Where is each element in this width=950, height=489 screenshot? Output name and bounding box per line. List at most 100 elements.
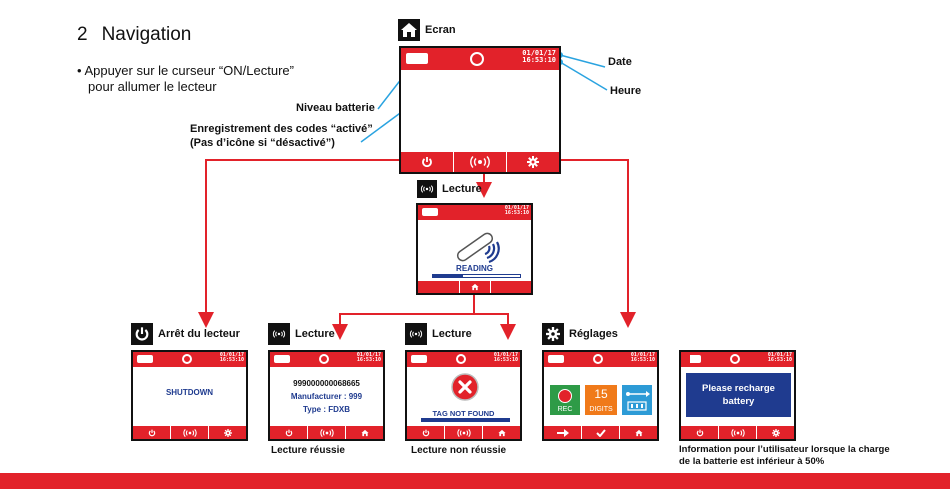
success-caption: Lecture réussie — [271, 445, 345, 456]
reading-status-bar: 01/01/17 16:53:10 — [418, 205, 531, 220]
settings-datetime: 01/01/17 16:53:10 — [630, 352, 655, 364]
shutdown-power-button[interactable] — [133, 426, 170, 439]
main-power-button[interactable] — [401, 152, 453, 172]
main-screen-title-label: Ecran — [425, 24, 456, 36]
home-icon — [470, 283, 479, 291]
record-indicator-icon — [593, 354, 603, 364]
gear-icon — [542, 323, 564, 345]
power-icon — [131, 323, 153, 345]
failure-caption: Lecture non réussie — [411, 445, 507, 456]
recharge-message-line-1: Please recharge — [702, 383, 775, 394]
reading-bottom-bar — [418, 281, 531, 293]
section-number: 2 — [77, 24, 88, 45]
battery-icon — [137, 355, 153, 363]
tag-code: 999000000068665 — [293, 379, 360, 388]
battery-icon — [274, 355, 290, 363]
battery-icon — [548, 355, 564, 363]
digits-setting[interactable]: 15 DIGITS — [585, 385, 617, 415]
recharge-status-bar: 01/01/17 16:53:10 — [681, 352, 794, 367]
failure-message: TAG NOT FOUND — [432, 409, 495, 418]
callout-battery: Niveau batterie — [296, 102, 375, 114]
failure-home-button[interactable] — [482, 426, 520, 439]
callout-recording-line-2: (Pas d’icône si “désactivé”) — [190, 137, 335, 149]
callout-recording-line-1: Enregistrement des codes “activé” — [190, 123, 373, 135]
recharge-power-button[interactable] — [681, 426, 718, 439]
success-read-button[interactable] — [307, 426, 345, 439]
recharge-read-button[interactable] — [718, 426, 756, 439]
recharge-date: 01/01/17 — [767, 352, 792, 358]
settings-confirm-button[interactable] — [581, 426, 619, 439]
main-read-button[interactable] — [453, 152, 506, 172]
recharge-caption-line-1: Information pour l’utilisateur lorsque l… — [679, 444, 890, 455]
rfid-wave-icon — [417, 180, 437, 198]
connector-to-settings — [560, 159, 636, 328]
success-time: 16:53:10 — [356, 357, 381, 364]
recharge-message: Please recharge battery — [686, 373, 791, 417]
reading-screen-title-label: Lecture — [442, 183, 482, 195]
power-icon — [285, 429, 292, 436]
reading-screen-title: Lecture — [417, 180, 482, 198]
success-bottom-bar — [270, 426, 383, 439]
battery-low-icon — [685, 355, 701, 363]
battery-icon — [411, 355, 427, 363]
recharge-settings-button[interactable] — [756, 426, 794, 439]
shutdown-bottom-bar — [133, 426, 246, 439]
rfid-wave-icon — [730, 428, 745, 437]
error-x-icon — [451, 373, 479, 401]
record-indicator-icon — [319, 354, 329, 364]
shutdown-status-bar: 01/01/17 16:53:10 — [133, 352, 246, 367]
settings-screen-title: Réglages — [542, 323, 618, 345]
home-icon — [634, 429, 643, 436]
settings-time: 16:53:10 — [630, 357, 655, 364]
home-icon — [398, 19, 420, 41]
success-screen: 01/01/17 16:53:10 999000000068665 Manufa… — [268, 350, 385, 441]
failure-power-button[interactable] — [407, 426, 444, 439]
success-status-bar: 01/01/17 16:53:10 — [270, 352, 383, 367]
main-screen: 01/01/17 16:53:10 — [399, 46, 561, 174]
failure-status-bar: 01/01/17 16:53:10 — [407, 352, 520, 367]
recharge-datetime: 01/01/17 16:53:10 — [767, 352, 792, 364]
digits-label: DIGITS — [589, 406, 613, 413]
failure-read-button[interactable] — [444, 426, 482, 439]
callout-line-time — [559, 61, 608, 91]
intro-line-1: • Appuyer sur le curseur “ON/Lecture” — [77, 63, 294, 78]
connector-to-success — [332, 295, 475, 340]
shutdown-read-button[interactable] — [170, 426, 208, 439]
rec-toggle[interactable]: REC — [550, 385, 580, 415]
rfid-wave-icon — [456, 428, 471, 437]
settings-next-button[interactable] — [544, 426, 581, 439]
shutdown-screen-title-label: Arrêt du lecteur — [158, 328, 240, 340]
success-screen-title: Lecture — [268, 323, 335, 345]
shutdown-settings-button[interactable] — [208, 426, 246, 439]
main-time: 16:53:10 — [522, 56, 556, 65]
connector-to-failure — [474, 313, 516, 340]
gear-icon — [527, 156, 539, 168]
failure-time: 16:53:10 — [493, 357, 518, 364]
success-power-button[interactable] — [270, 426, 307, 439]
main-datetime: 01/01/17 16:53:10 — [522, 49, 556, 65]
shutdown-message: SHUTDOWN — [165, 388, 214, 397]
rfid-wave-icon — [182, 428, 197, 437]
usb-setting[interactable] — [622, 385, 652, 415]
rfid-wave-icon — [405, 323, 427, 345]
record-indicator-icon — [730, 354, 740, 364]
main-settings-button[interactable] — [506, 152, 559, 172]
failure-datetime: 01/01/17 16:53:10 — [493, 352, 518, 364]
connector-to-shutdown — [198, 159, 399, 328]
recharge-caption: Information pour l’utilisateur lorsque l… — [679, 444, 890, 468]
tag-manufacturer: Manufacturer : 999 — [290, 392, 363, 401]
record-indicator-icon — [456, 354, 466, 364]
power-icon — [696, 429, 703, 436]
callout-time: Heure — [610, 85, 642, 97]
reading-home-button[interactable] — [458, 281, 491, 293]
footer-stripe — [0, 473, 950, 489]
failure-screen-title-label: Lecture — [432, 328, 472, 340]
digits-value: 15 — [594, 387, 608, 401]
rfid-wave-icon — [319, 428, 334, 437]
reading-time: 16:53:10 — [504, 210, 529, 217]
record-dot-icon — [558, 389, 572, 403]
settings-home-button[interactable] — [619, 426, 657, 439]
success-home-button[interactable] — [345, 426, 383, 439]
failure-screen: 01/01/17 16:53:10 TAG NOT FOUND — [405, 350, 522, 441]
failure-bottom-bar — [407, 426, 520, 439]
